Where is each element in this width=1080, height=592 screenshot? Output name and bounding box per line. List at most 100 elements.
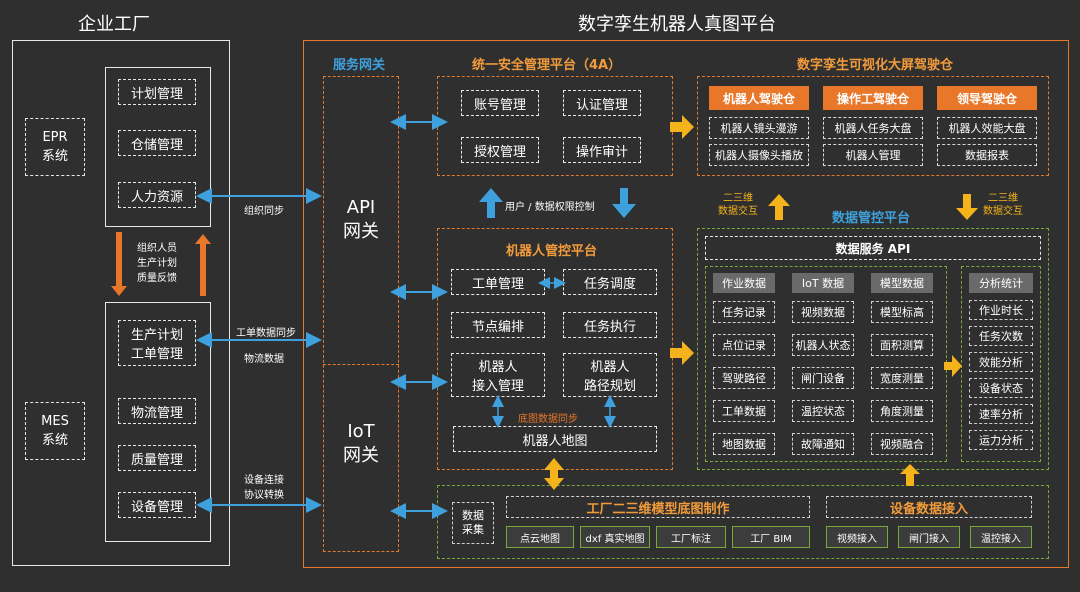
iot-item-3[interactable]: 闸门设备 xyxy=(792,367,854,389)
work-item-4[interactable]: 工单数据 xyxy=(713,400,775,422)
device-btn-temp[interactable]: 温控接入 xyxy=(970,526,1032,548)
work-item-1[interactable]: 任务记录 xyxy=(713,301,775,323)
model-btn-dxf[interactable]: dxf 真实地图 xyxy=(580,526,650,548)
arrow-security-cockpit xyxy=(670,115,694,139)
iot-item-5[interactable]: 故障通知 xyxy=(792,433,854,455)
model-title-box[interactable]: 工厂二三维模型底图制作 xyxy=(506,496,810,518)
model-item-3[interactable]: 宽度测量 xyxy=(871,367,933,389)
platform-title: 数字孪生机器人真图平台 xyxy=(578,14,776,35)
stats-item-4[interactable]: 设备状态 xyxy=(969,378,1033,398)
mes-module-group xyxy=(105,302,211,542)
work-item-2[interactable]: 点位记录 xyxy=(713,334,775,356)
cockpit-robot-manage[interactable]: 机器人管理 xyxy=(823,144,923,166)
api-gateway-label[interactable]: API 网关 xyxy=(343,197,379,242)
data-ctrl-title: 数据管控平台 xyxy=(832,211,911,226)
arrow-interact-up xyxy=(768,194,790,220)
work-item-3[interactable]: 驾驶路径 xyxy=(713,367,775,389)
iot-item-4[interactable]: 温控状态 xyxy=(792,400,854,422)
device-btn-video[interactable]: 视频接入 xyxy=(826,526,888,548)
epr-item-warehouse[interactable]: 仓储管理 xyxy=(118,130,196,156)
model-item-5[interactable]: 视频融合 xyxy=(871,433,933,455)
mes-item-device[interactable]: 设备管理 xyxy=(118,492,196,518)
cockpit-robot-lens[interactable]: 机器人镜头漫游 xyxy=(709,117,809,139)
security-item-authorize[interactable]: 授权管理 xyxy=(461,137,539,163)
platform-panel xyxy=(303,40,1069,568)
interact-label-right: 二三维 数据交互 xyxy=(983,193,1023,217)
work-item-5[interactable]: 地图数据 xyxy=(713,433,775,455)
interact-label-left: 二三维 数据交互 xyxy=(718,193,758,217)
stats-panel xyxy=(961,266,1041,462)
cockpit-robot-camera[interactable]: 机器人摄像头播放 xyxy=(709,144,809,166)
iot-item-1[interactable]: 视频数据 xyxy=(792,301,854,323)
model-item-2[interactable]: 面积测算 xyxy=(871,334,933,356)
gateway-column xyxy=(323,76,399,552)
epr-item-plan[interactable]: 计划管理 xyxy=(118,79,196,105)
robot-platform-title: 机器人管控平台 xyxy=(506,244,598,259)
robot-map[interactable]: 机器人地图 xyxy=(453,426,657,452)
stats-item-5[interactable]: 速率分析 xyxy=(969,404,1033,424)
data-collect-box[interactable]: 数据 采集 xyxy=(452,502,494,544)
map-sync-label: 底图数据同步 xyxy=(518,414,578,425)
arrow-interact-down xyxy=(956,194,978,220)
cockpit-head-leader[interactable]: 领导驾驶仓 xyxy=(937,86,1037,110)
iot-gateway-label[interactable]: IoT 网关 xyxy=(343,421,379,466)
arrow-perm-up xyxy=(479,188,503,218)
model-item-4[interactable]: 角度测量 xyxy=(871,400,933,422)
model-btn-pointcloud[interactable]: 点云地图 xyxy=(506,526,574,548)
arrow-mes-epr-up xyxy=(195,234,211,296)
mes-item-production[interactable]: 生产计划 工单管理 xyxy=(118,320,196,366)
device-title-box[interactable]: 设备数据接入 xyxy=(826,496,1032,518)
model-btn-label[interactable]: 工厂标注 xyxy=(656,526,726,548)
stats-item-3[interactable]: 效能分析 xyxy=(969,352,1033,372)
label-org-sync: 组织同步 xyxy=(244,206,284,217)
robot-access-manage[interactable]: 机器人 接入管理 xyxy=(451,353,545,397)
group-head-work[interactable]: 作业数据 xyxy=(713,273,775,293)
arrow-device-up xyxy=(900,464,920,486)
cockpit-efficiency-board[interactable]: 机器人效能大盘 xyxy=(937,117,1037,139)
epr-item-hr[interactable]: 人力资源 xyxy=(118,182,196,208)
stats-item-2[interactable]: 任务次数 xyxy=(969,326,1033,346)
robot-node-schedule[interactable]: 节点编排 xyxy=(451,312,545,338)
device-btn-gate[interactable]: 闸门接入 xyxy=(898,526,960,548)
label-protocol-convert: 协议转换 xyxy=(244,490,284,501)
cockpit-head-operator[interactable]: 操作工驾驶仓 xyxy=(823,86,923,110)
iot-item-2[interactable]: 机器人状态 xyxy=(792,334,854,356)
mes-item-logistics[interactable]: 物流管理 xyxy=(118,398,196,424)
model-item-1[interactable]: 模型标高 xyxy=(871,301,933,323)
enterprise-factory-title: 企业工厂 xyxy=(78,14,150,35)
epr-module-group xyxy=(105,67,211,227)
data-ctrl-panel xyxy=(697,228,1049,470)
cockpit-title: 数字孪生可视化大屏驾驶仓 xyxy=(797,58,954,73)
gateway-divider xyxy=(323,364,399,365)
mes-system-box[interactable]: MES 系统 xyxy=(25,402,85,460)
bottom-panel xyxy=(437,485,1049,559)
enterprise-factory-panel xyxy=(12,40,230,566)
security-title: 统一安全管理平台（4A） xyxy=(472,58,622,73)
mes-item-quality[interactable]: 质量管理 xyxy=(118,445,196,471)
vlabel-plan: 生产计划 xyxy=(137,258,177,269)
data-service-api[interactable]: 数据服务 API xyxy=(705,236,1041,260)
group-head-iot[interactable]: IoT 数据 xyxy=(792,273,854,293)
epr-system-box[interactable]: EPR 系统 xyxy=(25,118,85,176)
arrow-perm-down xyxy=(612,188,636,218)
cockpit-task-board[interactable]: 机器人任务大盘 xyxy=(823,117,923,139)
stats-item-1[interactable]: 作业时长 xyxy=(969,300,1033,320)
stats-head[interactable]: 分析统计 xyxy=(969,273,1033,293)
stats-item-6[interactable]: 运力分析 xyxy=(969,430,1033,450)
arrow-epr-mes-down xyxy=(111,232,127,296)
robot-task-exec[interactable]: 任务执行 xyxy=(563,312,657,338)
security-item-account[interactable]: 账号管理 xyxy=(461,90,539,116)
cockpit-panel xyxy=(697,76,1049,176)
cockpit-head-robot[interactable]: 机器人驾驶仓 xyxy=(709,86,809,110)
vlabel-quality: 质量反馈 xyxy=(137,273,177,284)
arrow-robot-data xyxy=(670,341,694,365)
arrow-map-bottom xyxy=(544,458,564,490)
group-head-model[interactable]: 模型数据 xyxy=(871,273,933,293)
security-item-audit[interactable]: 操作审计 xyxy=(563,137,641,163)
model-btn-bim[interactable]: 工厂 BIM xyxy=(732,526,810,548)
label-logistics-data: 物流数据 xyxy=(244,354,284,365)
cockpit-data-report[interactable]: 数据报表 xyxy=(937,144,1037,166)
arrow-groups-stats xyxy=(944,355,962,377)
security-item-auth[interactable]: 认证管理 xyxy=(563,90,641,116)
